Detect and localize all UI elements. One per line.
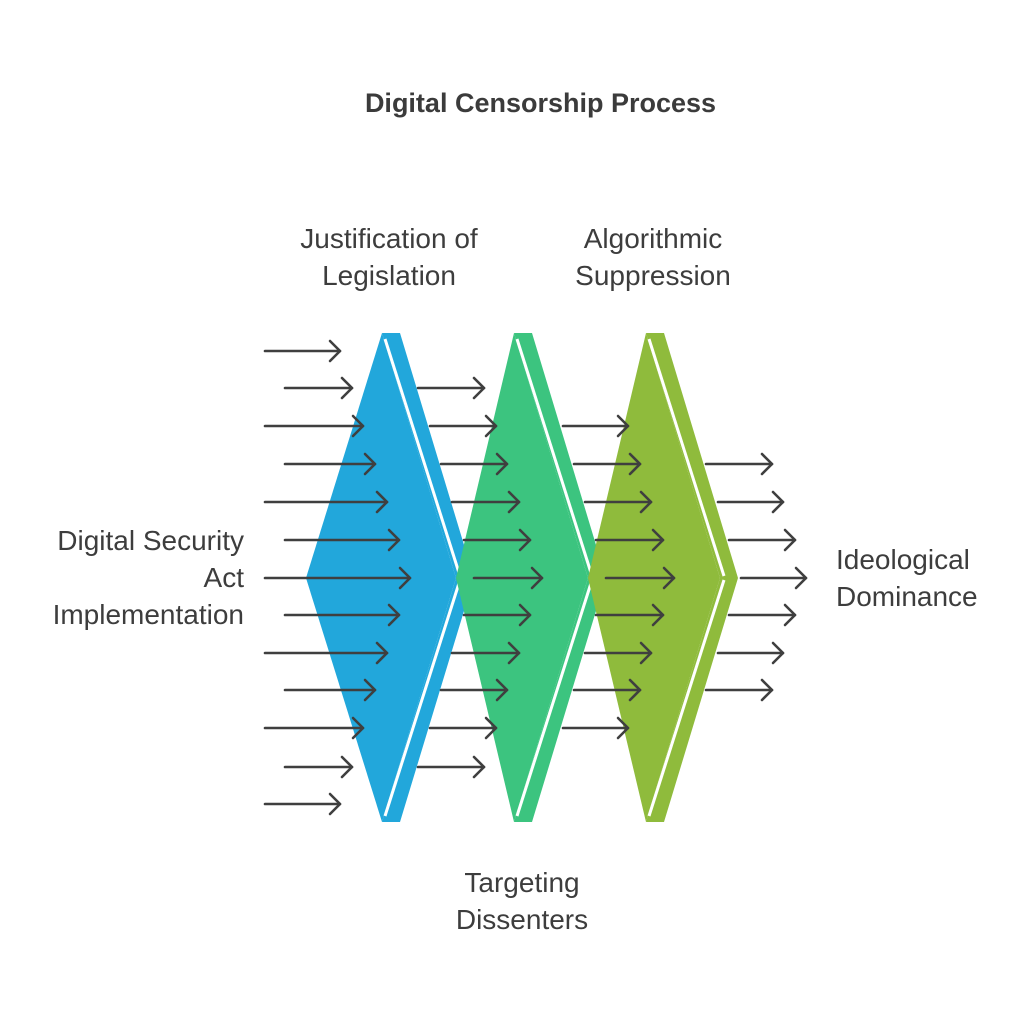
stage-1-chevron-highlight-bottom <box>383 579 462 817</box>
stage-arrow <box>428 414 498 438</box>
output-arrow <box>727 603 797 627</box>
label-line: Dissenters <box>455 904 589 935</box>
label-line: Digital Security <box>57 525 244 556</box>
label-line: Dominance <box>836 581 978 612</box>
stage-arrow <box>428 716 498 740</box>
label-line: Implementation <box>52 599 244 630</box>
stage-1-chevron-strip <box>382 333 474 822</box>
input-arrow <box>263 339 342 363</box>
input-arrow <box>283 603 401 627</box>
stage-arrow <box>572 452 642 476</box>
label-line: Legislation <box>322 260 456 291</box>
output-arrow <box>716 641 785 665</box>
label-targeting-dissenters: Targeting Dissenters <box>400 864 644 938</box>
label-digital-security-act: Digital Security Act Implementation <box>0 522 244 633</box>
stage-3-chevron-strip <box>646 333 738 822</box>
output-arrow <box>727 528 797 552</box>
input-arrow <box>283 452 377 476</box>
input-arrow <box>263 641 389 665</box>
input-arrow <box>263 792 342 816</box>
label-justification-of-legislation: Justification of Legislation <box>258 220 520 294</box>
label-line: Act <box>203 562 244 593</box>
arrow-layer <box>263 339 808 816</box>
stage-arrow <box>439 678 509 702</box>
stage-2-chevron-highlight-bottom <box>515 579 594 817</box>
input-arrow <box>283 678 377 702</box>
stage-arrow <box>462 528 532 552</box>
input-arrow <box>283 755 354 779</box>
stage-3-chevron-highlight-top <box>647 338 726 577</box>
input-arrow <box>263 716 365 740</box>
input-arrow <box>263 490 389 514</box>
stage-2-chevron-highlight-top <box>515 338 594 577</box>
stage-arrow <box>472 566 544 590</box>
stage-3-chevron-highlight-bottom <box>647 579 726 817</box>
stage-arrow <box>416 755 486 779</box>
stage-arrow <box>450 641 521 665</box>
stage-arrow <box>561 414 630 438</box>
diagram-title: Digital Censorship Process <box>364 88 717 118</box>
stage-arrow <box>450 490 521 514</box>
stage-arrow <box>462 603 532 627</box>
label-algorithmic-suppression: Algorithmic Suppression <box>530 220 776 294</box>
label-line: Targeting <box>464 867 580 898</box>
label-line: Algorithmic <box>583 223 723 254</box>
stage-arrow <box>572 678 642 702</box>
label-ideological-dominance: Ideological Dominance <box>836 541 1024 615</box>
label-line: Suppression <box>575 260 731 291</box>
stage-arrow <box>416 376 486 400</box>
stage-arrow <box>583 490 653 514</box>
stage-arrow <box>604 566 676 590</box>
output-arrow <box>716 490 785 514</box>
input-arrow <box>263 566 412 590</box>
label-line: Ideological <box>836 544 970 575</box>
label-line: Justification of <box>300 223 478 254</box>
stage-arrow <box>594 603 665 627</box>
output-arrow <box>704 678 774 702</box>
stage-arrow <box>594 528 665 552</box>
stage-arrow <box>583 641 653 665</box>
output-arrow <box>704 452 774 476</box>
input-arrow <box>283 528 401 552</box>
stage-1-chevron-highlight-top <box>383 338 462 577</box>
stage-arrow <box>561 716 630 740</box>
stage-arrow <box>439 452 509 476</box>
output-arrow <box>739 566 808 590</box>
stage-2-chevron-strip <box>514 333 606 822</box>
input-arrow <box>283 376 354 400</box>
input-arrow <box>263 414 365 438</box>
